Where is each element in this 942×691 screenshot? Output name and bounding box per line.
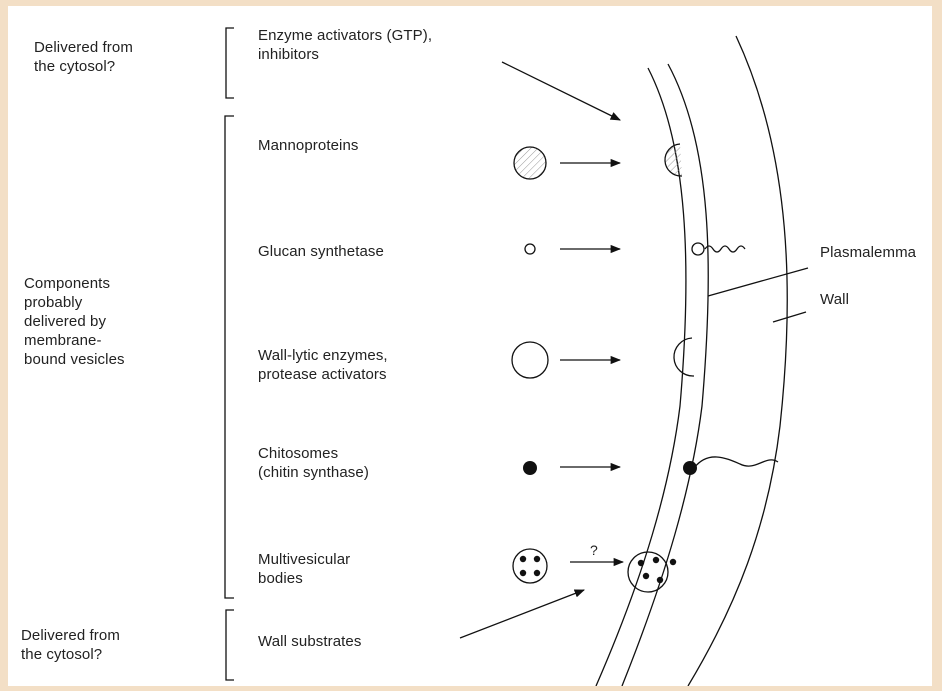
multivesicular-body [513, 549, 547, 583]
figure-panel: Delivered from the cytosol? Components p… [8, 6, 932, 686]
bracket-top [226, 28, 234, 98]
arrow-enzyme-activators [502, 62, 620, 120]
glucan-chain [705, 246, 745, 252]
glucan-vesicle [525, 244, 535, 254]
leader-wall [773, 312, 806, 322]
chitosome-vesicle [523, 461, 537, 475]
mannoprotein-fusion [665, 144, 682, 176]
mannoprotein-vesicle [514, 147, 546, 179]
diagram-drawing [8, 6, 932, 686]
glucan-synthetase-on-membrane [692, 243, 704, 255]
bracket-bottom [226, 610, 234, 680]
multivesicular-body-fusing [628, 552, 668, 592]
wall-outer-line [688, 36, 787, 686]
chitosome-on-membrane [683, 461, 697, 475]
bracket-middle [225, 116, 234, 598]
wall-lytic-vesicle [512, 342, 548, 378]
leader-plasmalemma [708, 268, 808, 296]
chitin-chain [694, 457, 778, 468]
arrow-wall-substrates [460, 590, 584, 638]
